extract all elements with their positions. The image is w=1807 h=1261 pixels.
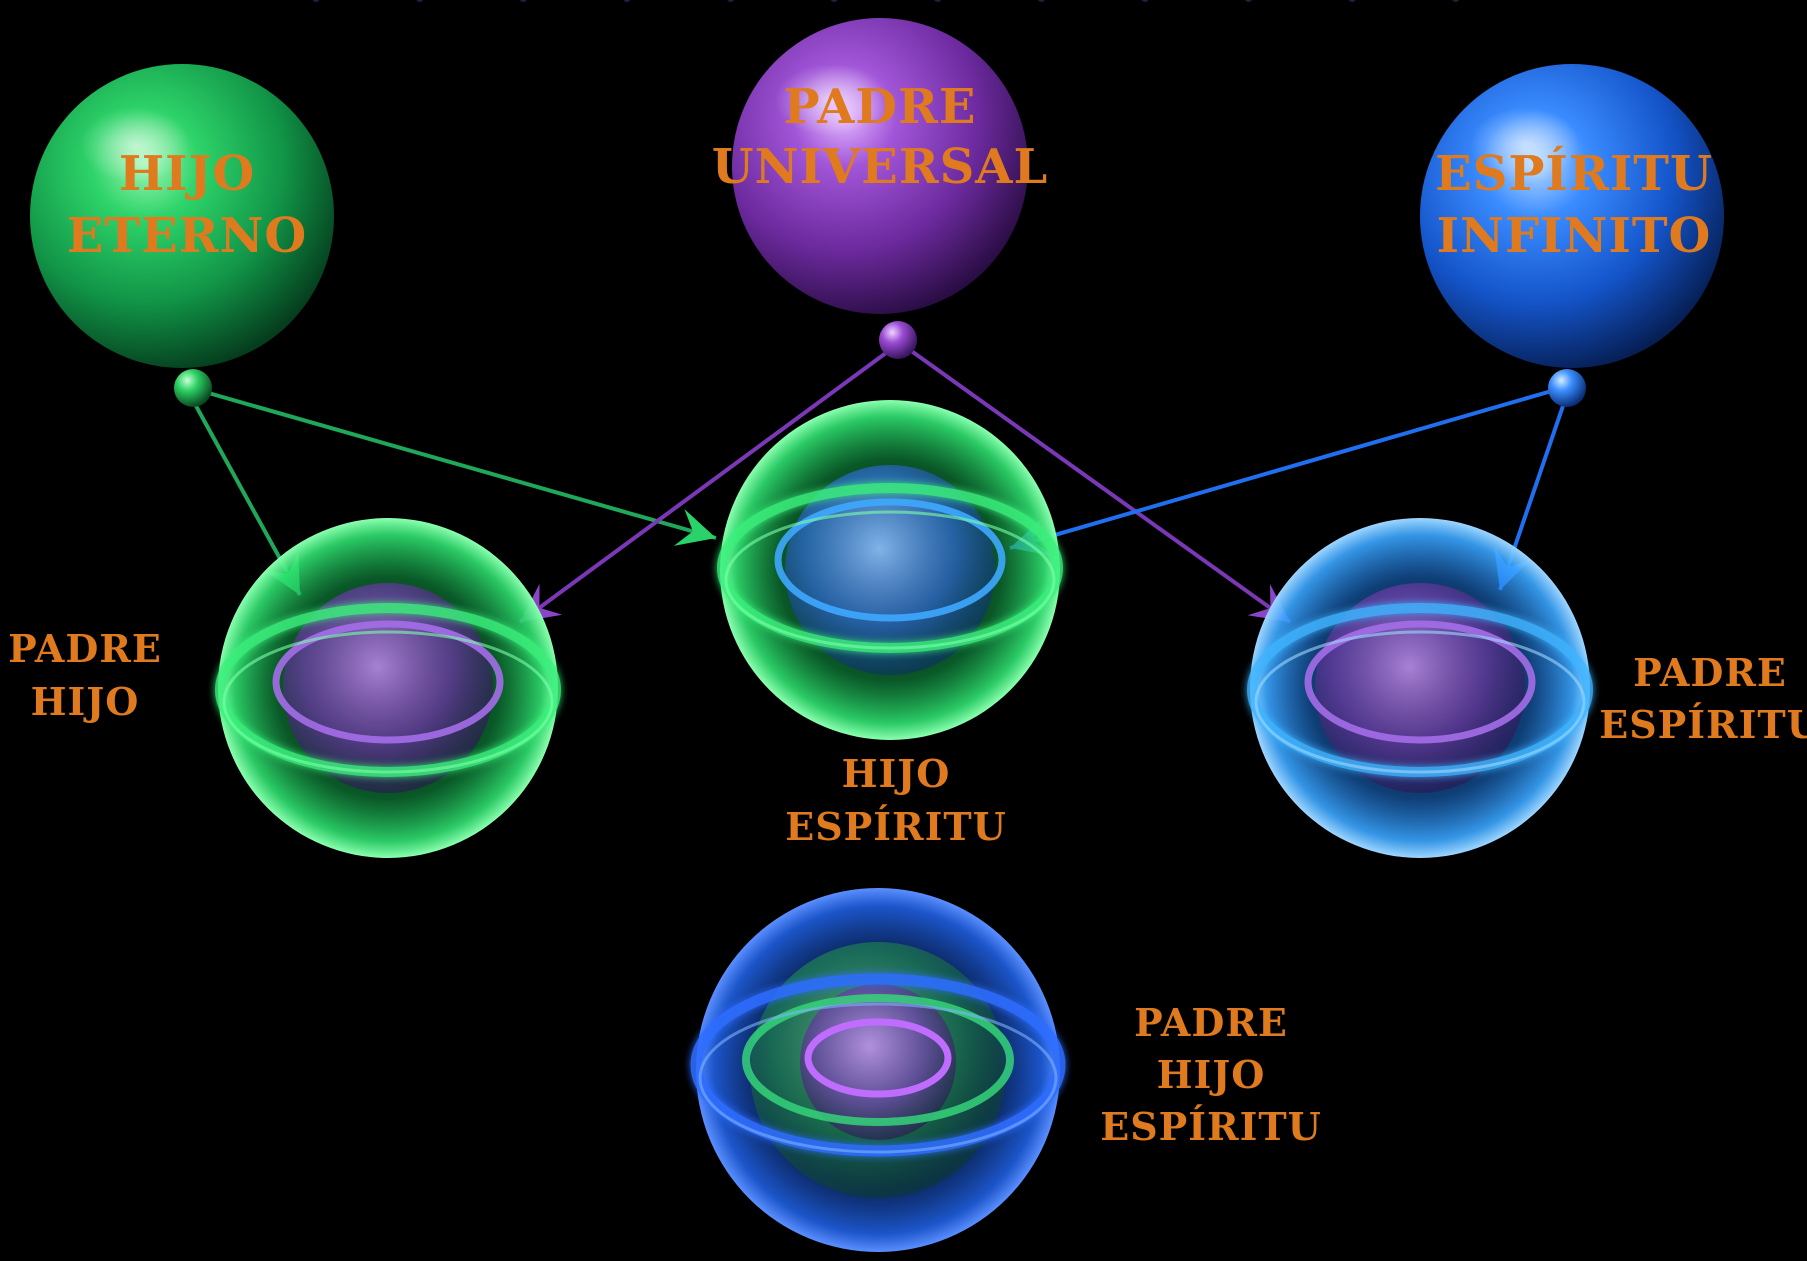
father-son-spirit-sphere <box>690 888 1066 1252</box>
universal-father-label-1: PADRE <box>784 79 977 135</box>
son-spirit-sphere <box>717 400 1063 740</box>
infinite-spirit-sphere: ESPÍRITU INFINITO <box>1420 64 1724 368</box>
infinite-spirit-label-2: INFINITO <box>1437 208 1712 264</box>
connectors <box>188 348 1567 624</box>
father-spirit-sphere <box>1247 518 1593 858</box>
svg-text:PADRE: PADRE <box>8 626 162 671</box>
svg-text:HIJO: HIJO <box>842 751 951 796</box>
svg-text:HIJO: HIJO <box>1157 1052 1266 1097</box>
son-node <box>174 369 212 407</box>
father-son-sphere <box>215 518 561 858</box>
spirit-node <box>1548 369 1586 407</box>
son-spirit-label: HIJO ESPÍRITU <box>785 751 1007 849</box>
svg-text:ESPÍRITU: ESPÍRITU <box>785 804 1007 849</box>
svg-text:ESPÍRITU: ESPÍRITU <box>1100 1104 1322 1149</box>
father-node <box>879 321 917 359</box>
father-son-spirit-label: PADRE HIJO ESPÍRITU <box>1100 1000 1322 1149</box>
universal-father-label-2: UNIVERSAL <box>712 139 1049 195</box>
svg-text:ESPÍRITU: ESPÍRITU <box>1599 702 1807 747</box>
connector-father-to-father-spirit <box>908 348 1292 624</box>
connector-spirit-to-son-spirit <box>1009 388 1556 556</box>
universal-father-sphere: PADRE UNIVERSAL <box>712 18 1049 314</box>
eternal-son-label-2: ETERNO <box>67 208 307 264</box>
father-spirit-label: PADRE ESPÍRITU <box>1599 650 1807 747</box>
eternal-son-label-1: HIJO <box>119 146 255 202</box>
svg-text:PADRE: PADRE <box>1134 1000 1288 1045</box>
father-son-label: PADRE HIJO <box>8 626 162 724</box>
eternal-son-sphere: HIJO ETERNO <box>30 64 334 368</box>
connector-son-to-son-spirit <box>204 390 717 546</box>
svg-text:PADRE: PADRE <box>1633 650 1787 695</box>
connector-father-to-father-son <box>518 348 892 624</box>
svg-text:HIJO: HIJO <box>31 679 140 724</box>
infinite-spirit-label-1: ESPÍRITU <box>1435 145 1713 202</box>
